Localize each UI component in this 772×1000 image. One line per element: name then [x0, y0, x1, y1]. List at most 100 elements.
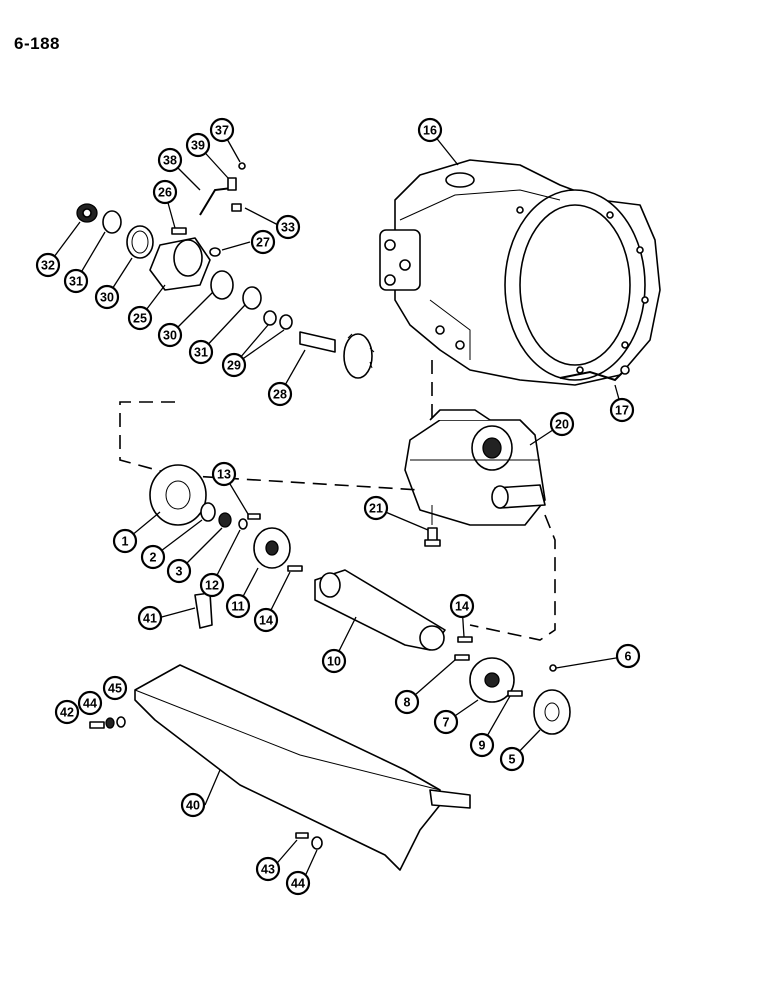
- callout-14: 14: [449, 593, 475, 619]
- callout-circle: [180, 792, 206, 818]
- callout-label: 7: [443, 716, 450, 730]
- callout-label: 26: [158, 186, 172, 200]
- callout-label: 1: [122, 535, 129, 549]
- callout-31: 31: [63, 268, 89, 294]
- callout-circle: [469, 732, 495, 758]
- callout-label: 40: [186, 799, 200, 813]
- callout-circle: [127, 305, 153, 331]
- callout-20: 20: [549, 411, 575, 437]
- callout-label: 32: [41, 259, 55, 273]
- callout-label: 14: [259, 614, 273, 628]
- callout-label: 21: [369, 502, 383, 516]
- callout-circle: [102, 675, 128, 701]
- callout-label: 25: [133, 312, 147, 326]
- callout-label: 29: [227, 359, 241, 373]
- callout-41: 41: [137, 605, 163, 631]
- callout-circle: [63, 268, 89, 294]
- callout-label: 41: [143, 612, 157, 626]
- pipe-17: [559, 365, 630, 382]
- callout-circle: [94, 284, 120, 310]
- callout-label: 10: [327, 655, 341, 669]
- callout-17: 17: [609, 397, 635, 423]
- callout-10: 10: [321, 648, 347, 674]
- callout-circle: [211, 461, 237, 487]
- callout-label: 27: [256, 236, 270, 250]
- callout-circle: [433, 709, 459, 735]
- callout-circle: [152, 179, 178, 205]
- callout-circle: [137, 605, 163, 631]
- callout-circle: [185, 132, 211, 158]
- callout-label: 2: [150, 551, 157, 565]
- bearing-parts: [76, 162, 375, 379]
- callout-11: 11: [225, 593, 251, 619]
- callout-circle: [188, 339, 214, 365]
- callout-label: 16: [423, 124, 437, 138]
- callout-label: 33: [281, 221, 295, 235]
- callout-label: 8: [404, 696, 411, 710]
- callout-circle: [140, 544, 166, 570]
- callout-label: 3: [176, 565, 183, 579]
- callout-circle: [112, 528, 138, 554]
- callout-circle: [221, 352, 247, 378]
- callout-circle: [609, 397, 635, 423]
- callout-label: 13: [217, 468, 231, 482]
- callout-44: 44: [285, 870, 311, 896]
- callout-label: 5: [509, 753, 516, 767]
- callout-label: 39: [191, 139, 205, 153]
- callout-label: 14: [455, 600, 469, 614]
- callout-6: 6: [615, 643, 641, 669]
- callout-8: 8: [394, 689, 420, 715]
- callout-27: 27: [250, 229, 276, 255]
- callout-circle: [549, 411, 575, 437]
- callout-circle: [209, 117, 235, 143]
- callout-group: 1235678910111213141416172021252627282930…: [35, 117, 641, 896]
- callout-label: 17: [615, 404, 629, 418]
- callout-32: 32: [35, 252, 61, 278]
- callout-12: 12: [199, 572, 225, 598]
- callout-circle: [250, 229, 276, 255]
- callout-14: 14: [253, 607, 279, 633]
- bolt-21: [424, 527, 441, 547]
- clutch-housing: [379, 159, 661, 386]
- callout-30: 30: [94, 284, 120, 310]
- callout-label: 30: [100, 291, 114, 305]
- callout-9: 9: [469, 732, 495, 758]
- callout-21: 21: [363, 495, 389, 521]
- callout-29: 29: [221, 352, 247, 378]
- callout-label: 44: [291, 877, 305, 891]
- callout-label: 20: [555, 418, 569, 432]
- callout-label: 28: [273, 388, 287, 402]
- callout-circle: [253, 607, 279, 633]
- callout-3: 3: [166, 558, 192, 584]
- callout-circle: [321, 648, 347, 674]
- callout-circle: [275, 214, 301, 240]
- callout-circle: [157, 147, 183, 173]
- callout-circle: [417, 117, 443, 143]
- callout-circle: [255, 856, 281, 882]
- callout-label: 43: [261, 863, 275, 877]
- callout-45: 45: [102, 675, 128, 701]
- callout-26: 26: [152, 179, 178, 205]
- callout-2: 2: [140, 544, 166, 570]
- page-number: 6-188: [14, 34, 60, 53]
- callout-label: 30: [163, 329, 177, 343]
- callout-circle: [363, 495, 389, 521]
- callout-circle: [225, 593, 251, 619]
- callout-40: 40: [180, 792, 206, 818]
- callout-label: 31: [194, 346, 208, 360]
- callout-circle: [615, 643, 641, 669]
- callout-7: 7: [433, 709, 459, 735]
- callout-circle: [449, 593, 475, 619]
- callout-circle: [285, 870, 311, 896]
- callout-label: 31: [69, 275, 83, 289]
- callout-circle: [157, 322, 183, 348]
- callout-44: 44: [77, 690, 103, 716]
- shaft-guard: [89, 592, 471, 871]
- callout-circle: [166, 558, 192, 584]
- callout-42: 42: [54, 699, 80, 725]
- callout-33: 33: [275, 214, 301, 240]
- callout-circle: [77, 690, 103, 716]
- callout-circle: [394, 689, 420, 715]
- drop-box-assembly: [404, 409, 546, 526]
- callout-39: 39: [185, 132, 211, 158]
